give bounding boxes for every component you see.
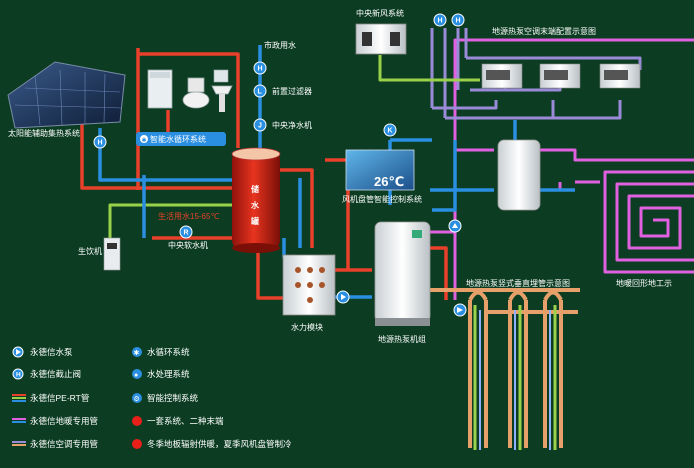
legend-item: ✱ 水循环系统 xyxy=(132,347,190,357)
valve-icon: H xyxy=(451,13,465,27)
filter-icon: L xyxy=(253,84,267,98)
hydro-module-label: 水力模块 xyxy=(291,322,323,332)
borehole-label: 地源热泵竖式垂直埋管示意图 xyxy=(466,278,570,288)
svg-text:智能控制系统: 智能控制系统 xyxy=(147,393,199,403)
storage-tank: 储 水 罐 xyxy=(231,147,281,253)
svg-text:H: H xyxy=(16,372,21,379)
purifier-label: 中央净水机 xyxy=(272,120,312,130)
svg-text:R: R xyxy=(184,230,189,237)
svg-text:永德信地暖专用管: 永德信地暖专用管 xyxy=(30,416,98,426)
svg-text:H: H xyxy=(98,140,103,147)
sink-icon xyxy=(211,85,233,95)
control-icon: K xyxy=(383,123,397,137)
svg-text:储: 储 xyxy=(250,184,259,194)
red-dot-icon xyxy=(132,439,142,449)
svg-text:L: L xyxy=(258,89,263,96)
svg-text:罐: 罐 xyxy=(250,216,259,226)
fan-coil-unit xyxy=(599,63,641,89)
svg-text:永德信截止阀: 永德信截止阀 xyxy=(30,369,81,379)
svg-text:K: K xyxy=(388,128,393,135)
legend-item: 一套系统、二种末端 xyxy=(132,416,224,426)
svg-text:智能水循环系统: 智能水循环系统 xyxy=(150,134,206,144)
prefilter-label: 前置过滤器 xyxy=(272,86,312,96)
droplet-icon xyxy=(132,369,142,379)
snowflake-icon: ✱ xyxy=(142,137,147,144)
legend-item: 永德信水泵 xyxy=(12,346,73,358)
svg-text:✱: ✱ xyxy=(134,349,140,357)
softener-icon: R xyxy=(179,225,193,239)
fcu-control-label: 风机盘管智能控制系统 xyxy=(342,194,422,204)
domestic-water-label: 生活用水15-65℃ xyxy=(158,211,219,221)
ground-loop xyxy=(425,288,580,448)
svg-text:H: H xyxy=(258,66,263,73)
drinker-label: 生饮机 xyxy=(78,246,102,256)
legend-item: ● 水处理系统 xyxy=(132,369,190,379)
heat-pump-label: 地源热泵机组 xyxy=(378,334,426,344)
fresh-air-unit: 中央新风系统 xyxy=(355,8,407,55)
fan-coil-unit xyxy=(481,63,523,89)
heat-pump-unit: 地源热泵机组 xyxy=(374,221,431,344)
temperature-readout: 26℃ xyxy=(374,174,404,189)
svg-text:一套系统、二种末端: 一套系统、二种末端 xyxy=(147,416,224,426)
toilet-icon xyxy=(182,91,210,109)
valve-icon xyxy=(12,368,24,380)
fan-coil-unit xyxy=(539,63,581,89)
svg-text:永德信空调专用管: 永德信空调专用管 xyxy=(30,439,98,449)
pump-icon xyxy=(336,290,350,304)
pumps xyxy=(336,219,467,317)
legend-item: 冬季地板辐射供暖，夏季风机盘管制冷 xyxy=(132,439,292,449)
water-treatment: 市政用水 前置过滤器 中央净水机 xyxy=(264,40,312,130)
svg-text:H: H xyxy=(438,18,443,25)
fresh-air-label: 中央新风系统 xyxy=(356,8,404,18)
svg-text:冬季地板辐射供暖，夏季风机盘管制冷: 冬季地板辐射供暖，夏季风机盘管制冷 xyxy=(147,439,292,449)
terminal-diagram-label: 地源热泵空调末端配置示意图 xyxy=(492,26,596,36)
snowflake-icon xyxy=(132,347,142,357)
pipe-pert-icon xyxy=(12,394,26,396)
pipe-ac-icon xyxy=(12,441,26,443)
legend: 永德信水泵 H 永德信截止阀 永德信PE-RT管 永德信地暖专用管 永德信空调专… xyxy=(12,346,292,449)
valve-icon: H xyxy=(433,13,447,27)
fcu-control-panel: 26℃ 风机盘管智能控制系统 xyxy=(342,149,422,204)
gear-icon xyxy=(132,393,142,403)
purifier-icon: J xyxy=(253,118,267,132)
drinker-machine xyxy=(103,237,121,271)
floor-heating-coil xyxy=(603,170,694,274)
legend-item: 永德信PE-RT管 xyxy=(12,393,89,403)
svg-text:水: 水 xyxy=(250,200,260,210)
svg-text:永德信水泵: 永德信水泵 xyxy=(30,347,73,357)
red-dot-icon xyxy=(132,416,142,426)
solar-panel: 太阳能辅助集热系统 xyxy=(7,61,126,138)
svg-text:●: ● xyxy=(134,372,138,379)
fan-coil-units xyxy=(481,63,641,89)
svg-text:H: H xyxy=(456,18,461,25)
floor-coil-label: 地暖回形地工示 xyxy=(616,278,672,288)
pipe-floor-icon xyxy=(12,418,26,420)
buffer-tank xyxy=(497,139,541,211)
svg-text:⚙: ⚙ xyxy=(134,395,140,403)
legend-item: ⚙ 智能控制系统 xyxy=(132,393,199,403)
svg-text:水循环系统: 水循环系统 xyxy=(147,347,190,357)
city-water-label: 市政用水 xyxy=(264,40,296,50)
valve-icon: H xyxy=(93,135,107,149)
svg-text:永德信PE-RT管: 永德信PE-RT管 xyxy=(30,393,89,403)
svg-text:水处理系统: 水处理系统 xyxy=(147,369,190,379)
bath-fixtures xyxy=(147,69,233,112)
legend-item: 永德信地暖专用管 xyxy=(12,416,98,426)
valve-icon: H xyxy=(253,61,267,75)
legend-item: H 永德信截止阀 xyxy=(12,368,81,380)
softener-label: 中央软水机 xyxy=(168,240,208,250)
legend-item: 永德信空调专用管 xyxy=(12,439,98,449)
svg-text:J: J xyxy=(258,123,262,130)
smart-water-circ-tag: 智能水循环系统 ✱ xyxy=(136,132,226,146)
pump-icon xyxy=(453,303,467,317)
markers: H L J H R K H H xyxy=(93,13,465,239)
pump-icon xyxy=(448,219,462,233)
hydro-module: 水力模块 xyxy=(282,254,336,332)
solar-label: 太阳能辅助集热系统 xyxy=(8,128,80,138)
